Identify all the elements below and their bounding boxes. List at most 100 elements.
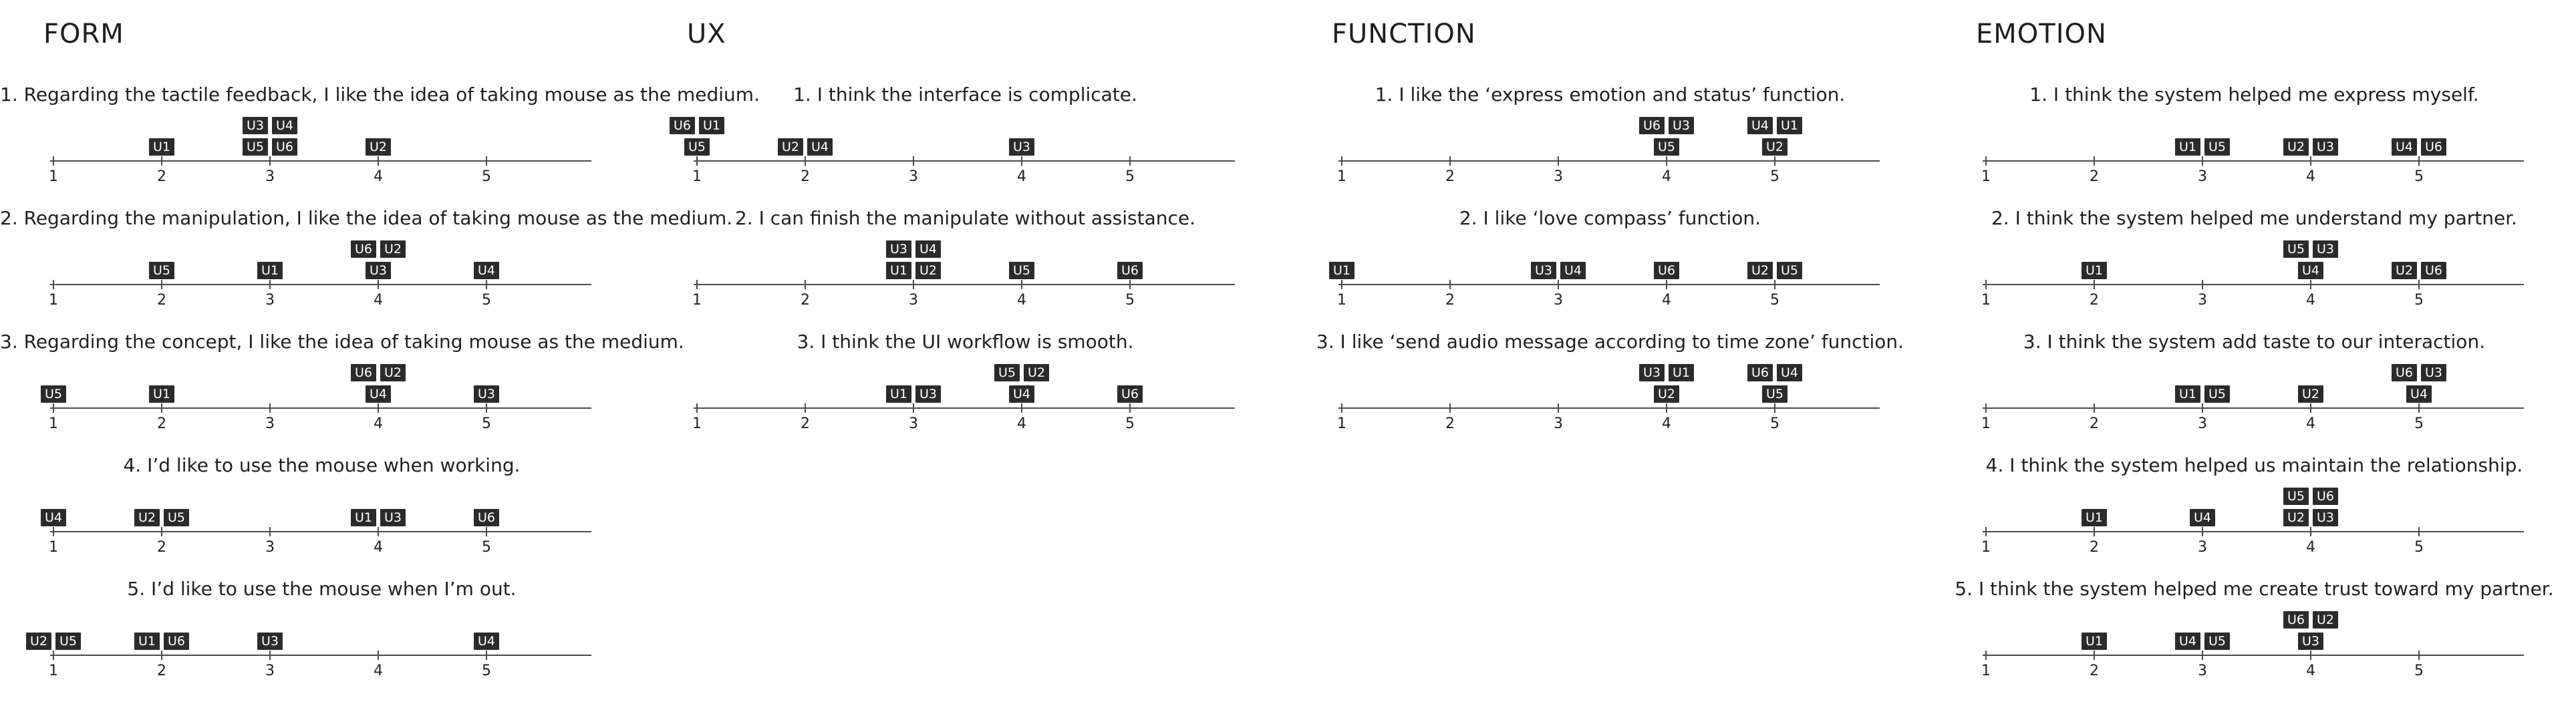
rating-badge: U4 bbox=[1009, 385, 1034, 403]
axis-tick bbox=[1129, 156, 1131, 166]
rating-badge: U4 bbox=[2392, 138, 2417, 156]
rating-badge: U6 bbox=[1747, 364, 1773, 381]
tick-label: 2 bbox=[157, 168, 166, 185]
axis-tick bbox=[913, 280, 914, 289]
rating-badge: U5 bbox=[2204, 633, 2230, 650]
axis-tick bbox=[2094, 156, 2095, 166]
axis-tick bbox=[378, 280, 379, 289]
axis-tick bbox=[1341, 156, 1342, 166]
axis-tick bbox=[1985, 527, 1987, 536]
tick-label: 2 bbox=[1445, 415, 1455, 432]
tick-label: 5 bbox=[1770, 168, 1779, 185]
axis-line bbox=[1983, 655, 2524, 656]
tick-label: 1 bbox=[1981, 663, 1991, 679]
tick-label: 2 bbox=[1445, 292, 1455, 309]
rating-badge: U2 bbox=[134, 509, 160, 526]
axis-tick bbox=[378, 527, 379, 536]
tick-label: 2 bbox=[801, 415, 810, 432]
tick-label: 2 bbox=[2090, 663, 2099, 679]
rating-badge: U1 bbox=[2082, 509, 2107, 526]
rating-badge: U4 bbox=[272, 117, 297, 134]
tick-label: 4 bbox=[1017, 292, 1026, 309]
tick-label: 3 bbox=[909, 292, 918, 309]
axis-tick bbox=[1021, 403, 1022, 413]
axis-line bbox=[1338, 160, 1880, 162]
tick-label: 4 bbox=[374, 168, 383, 185]
tick-label: 5 bbox=[482, 663, 491, 679]
axis-tick bbox=[2418, 527, 2420, 536]
tick-label: 4 bbox=[2306, 539, 2315, 556]
rating-badge: U6 bbox=[670, 117, 695, 134]
axis-tick bbox=[1774, 156, 1775, 166]
axis-tick bbox=[2202, 651, 2203, 660]
axis-tick bbox=[2418, 403, 2420, 413]
tick-label: 1 bbox=[49, 292, 58, 309]
rating-badge: U2 bbox=[2283, 138, 2309, 156]
rating-badge: U2 bbox=[1762, 138, 1787, 156]
axis-tick bbox=[696, 280, 698, 289]
axis-tick bbox=[1558, 403, 1559, 413]
axis-tick bbox=[1985, 651, 1987, 660]
rating-badge: U4 bbox=[2175, 633, 2200, 650]
tick-label: 4 bbox=[374, 663, 383, 679]
rating-badge: U5 bbox=[1762, 385, 1787, 403]
rating-badge: U6 bbox=[164, 633, 189, 650]
tick-label: 3 bbox=[265, 663, 275, 679]
section-title: FORM bbox=[43, 19, 124, 49]
tick-label: 3 bbox=[1554, 168, 1563, 185]
axis-tick bbox=[2094, 403, 2095, 413]
tick-label: 4 bbox=[1017, 415, 1026, 432]
tick-label: 4 bbox=[2306, 663, 2315, 679]
axis-tick bbox=[1449, 156, 1451, 166]
rating-badge: U4 bbox=[1560, 262, 1586, 279]
axis-tick bbox=[2202, 403, 2203, 413]
section-title: UX bbox=[687, 19, 726, 49]
tick-label: 3 bbox=[2198, 168, 2207, 185]
question-label: 1. I think the interface is complicate. bbox=[793, 83, 1137, 106]
axis-tick bbox=[378, 156, 379, 166]
rating-badge: U3 bbox=[2298, 633, 2323, 650]
axis-tick bbox=[2202, 527, 2203, 536]
rating-badge: U4 bbox=[366, 385, 391, 403]
axis-tick bbox=[161, 651, 162, 660]
rating-badge: U5 bbox=[243, 138, 268, 156]
rating-badge: U4 bbox=[474, 262, 499, 279]
axis-tick bbox=[2094, 527, 2095, 536]
tick-label: 4 bbox=[2306, 292, 2315, 309]
axis-tick bbox=[161, 156, 162, 166]
rating-badge: U1 bbox=[2082, 633, 2107, 650]
rating-badge: U2 bbox=[26, 633, 51, 650]
rating-badge: U3 bbox=[474, 385, 499, 403]
axis-tick bbox=[269, 280, 271, 289]
rating-badge: U4 bbox=[1747, 117, 1773, 134]
axis-tick bbox=[378, 403, 379, 413]
axis-tick bbox=[696, 403, 698, 413]
axis-tick bbox=[2310, 403, 2311, 413]
tick-label: 5 bbox=[1125, 292, 1135, 309]
rating-badge: U5 bbox=[164, 509, 189, 526]
rating-badge: U3 bbox=[1531, 262, 1556, 279]
rating-badge: U5 bbox=[1777, 262, 1802, 279]
tick-label: 3 bbox=[265, 168, 275, 185]
axis-tick bbox=[2418, 156, 2420, 166]
rating-badge: U3 bbox=[380, 509, 406, 526]
axis-line bbox=[1983, 160, 2524, 162]
axis-line bbox=[1338, 407, 1880, 409]
rating-badge: U3 bbox=[1009, 138, 1034, 156]
rating-badge: U5 bbox=[1009, 262, 1034, 279]
question-label: 4. I’d like to use the mouse when workin… bbox=[123, 454, 521, 476]
tick-label: 3 bbox=[2198, 663, 2207, 679]
axis-line bbox=[1983, 284, 2524, 285]
rating-badge: U6 bbox=[2421, 138, 2446, 156]
axis-line bbox=[50, 407, 591, 409]
tick-label: 1 bbox=[692, 415, 702, 432]
axis-tick bbox=[1558, 156, 1559, 166]
tick-label: 2 bbox=[2090, 539, 2099, 556]
tick-label: 5 bbox=[1770, 415, 1779, 432]
axis-tick bbox=[2094, 651, 2095, 660]
question-label: 2. Regarding the manipulation, I like th… bbox=[0, 207, 733, 229]
rating-badge: U5 bbox=[149, 262, 174, 279]
rating-badge: U3 bbox=[2313, 138, 2338, 156]
tick-label: 4 bbox=[2306, 415, 2315, 432]
tick-label: 3 bbox=[909, 415, 918, 432]
